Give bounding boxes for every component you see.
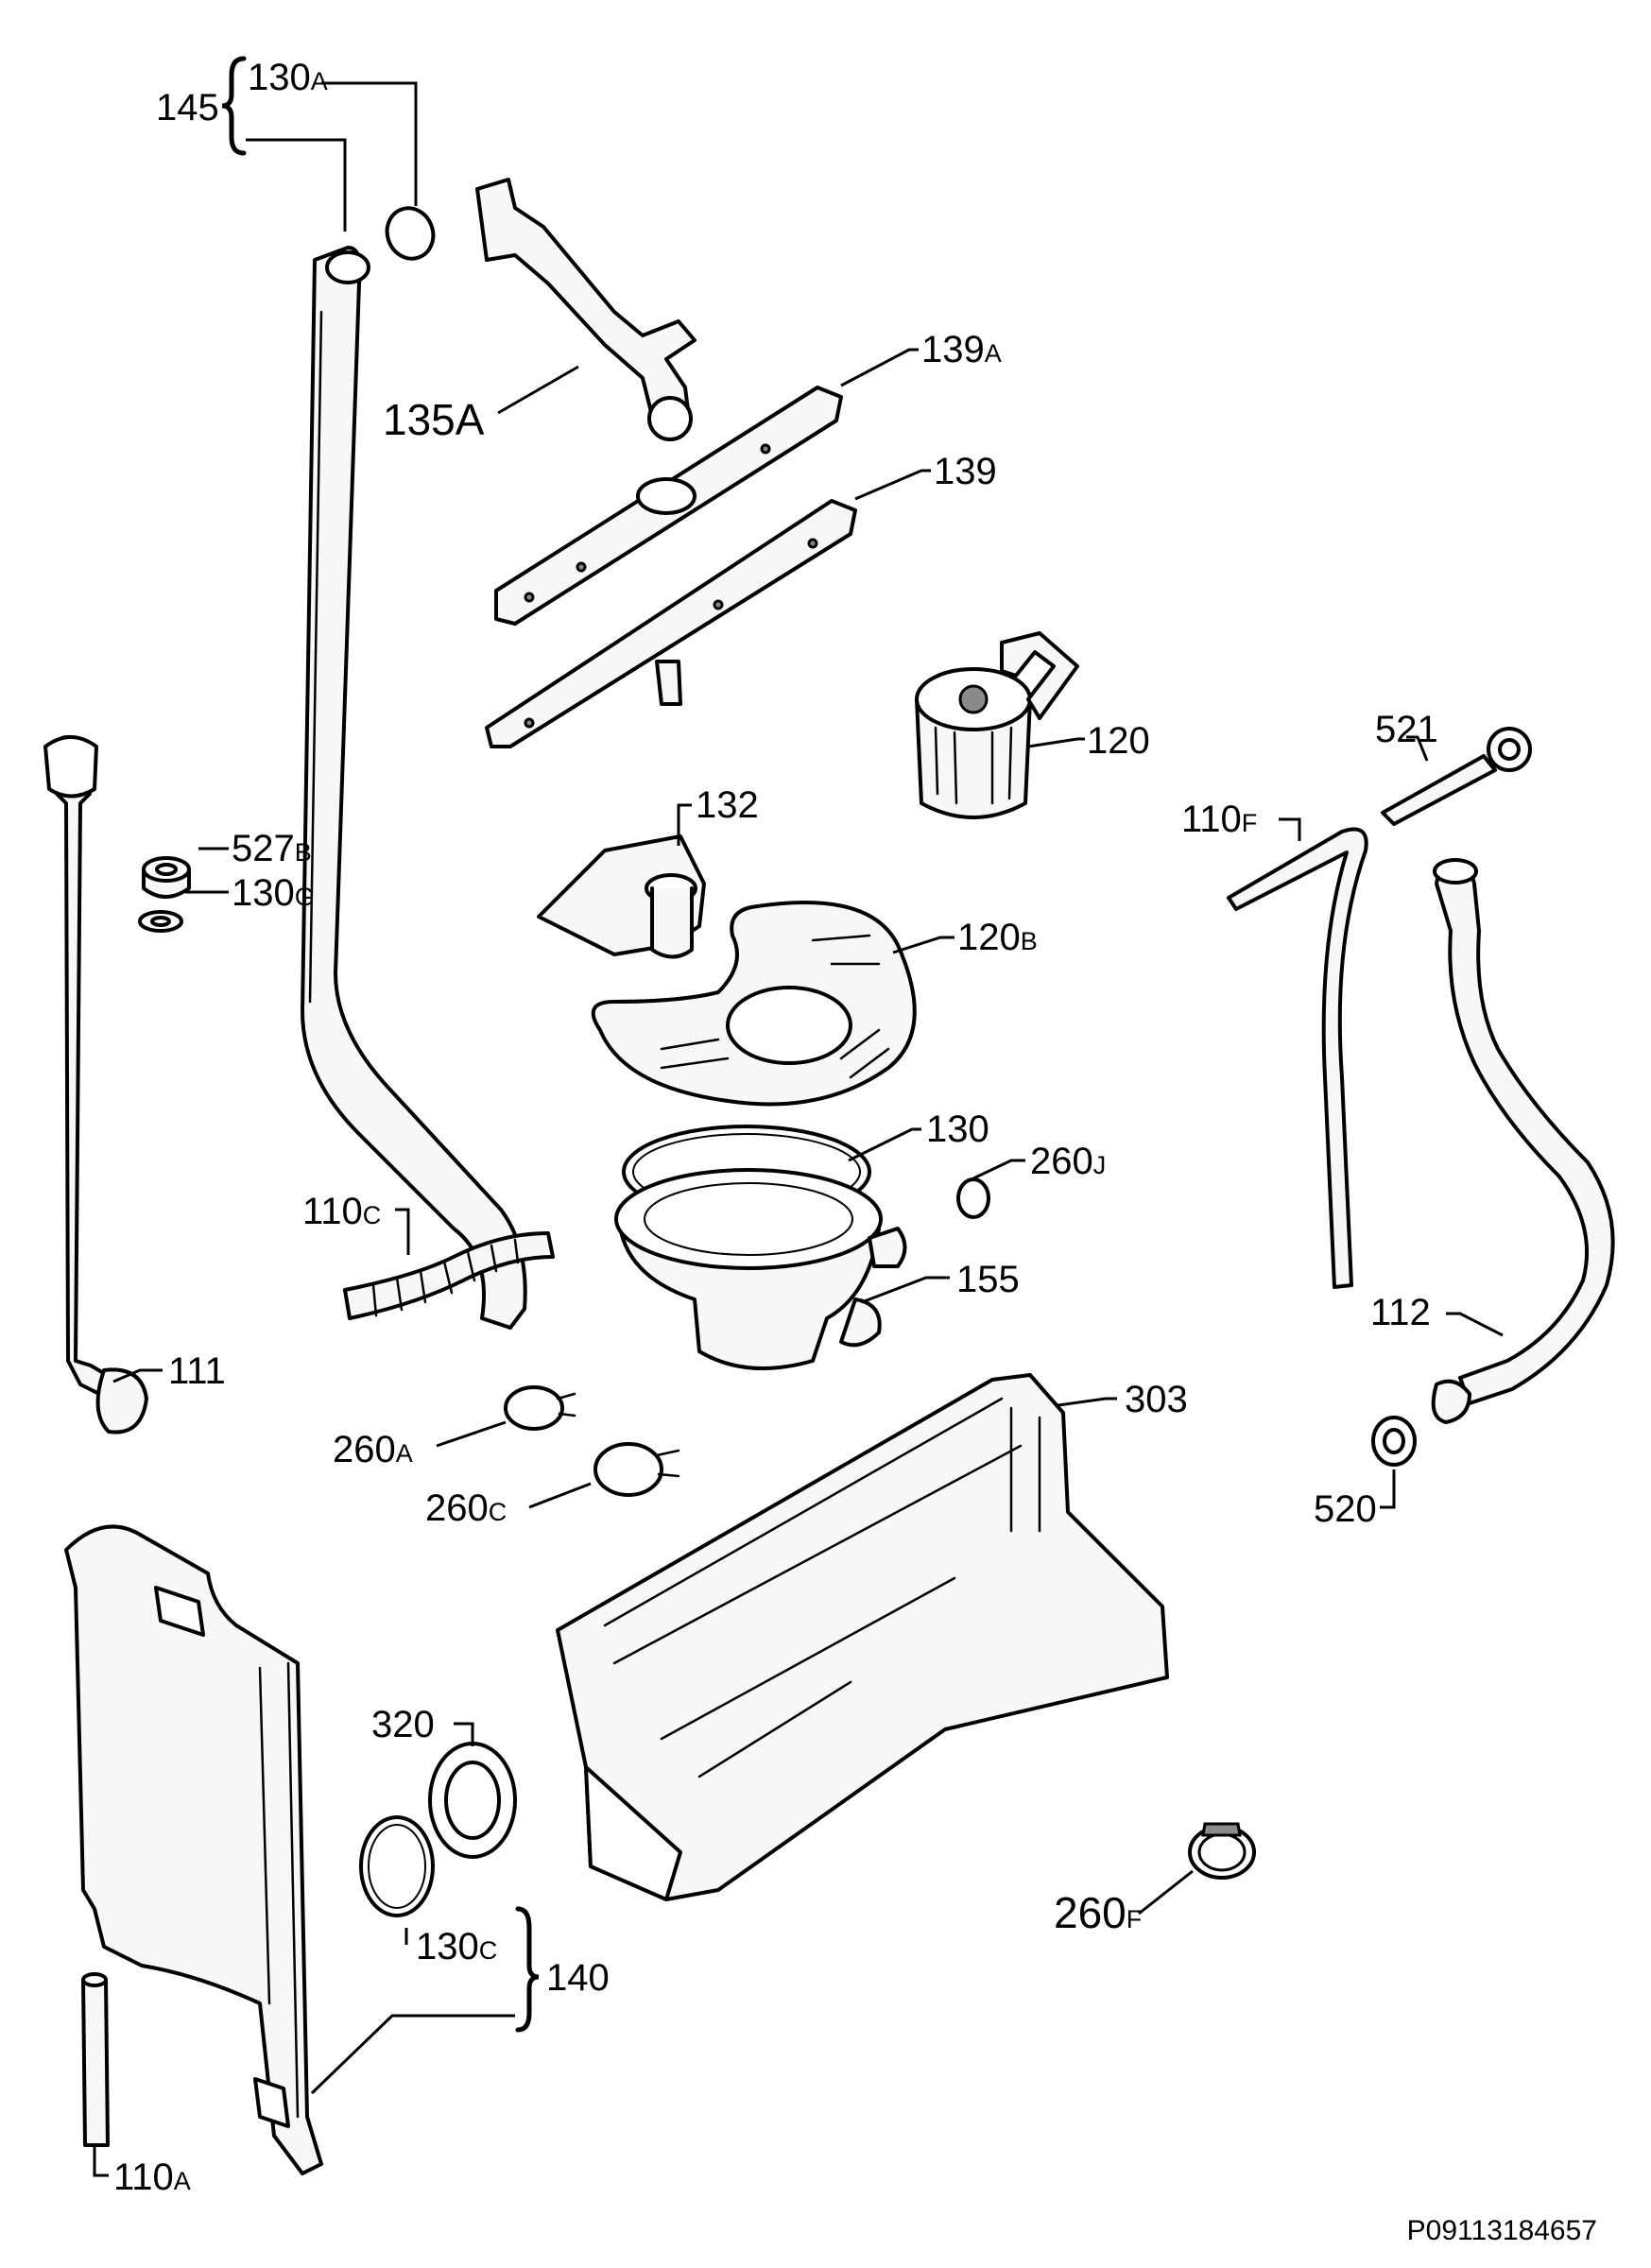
brace-140 — [515, 1906, 540, 2033]
label-520: 520 — [1314, 1488, 1377, 1530]
part-120b-filter-plate — [591, 901, 917, 1107]
part-260f-clamp — [1188, 1822, 1256, 1880]
label-260c: 260C — [425, 1487, 507, 1529]
label-521: 521 — [1375, 709, 1438, 750]
label-145: 145 — [156, 87, 219, 129]
part-120-filter — [915, 631, 1079, 819]
part-155-sump — [614, 1168, 907, 1370]
label-111: 111 — [168, 1350, 226, 1392]
label-303: 303 — [1125, 1379, 1188, 1420]
label-120: 120 — [1087, 720, 1150, 762]
brace-145 — [221, 56, 247, 156]
part-139a-spray-arm — [494, 386, 843, 626]
leader-lines — [93, 56, 1504, 2177]
part-110a-tube — [81, 1972, 110, 2147]
part-130g-washer — [138, 910, 183, 933]
part-130a-o-ring — [385, 206, 436, 261]
part-527b-nut — [142, 856, 191, 899]
label-110a: 110A — [113, 2156, 191, 2198]
part-139-spray-arm — [485, 499, 857, 748]
label-140: 140 — [546, 1957, 610, 1999]
label-112: 112 — [1370, 1292, 1431, 1333]
drawing-reference-code: P09113184657 — [1406, 2215, 1597, 2246]
part-260a-clamp — [504, 1385, 576, 1431]
label-139a: 139A — [921, 329, 1002, 370]
label-527b: 527B — [232, 828, 312, 869]
part-521-connector — [1381, 727, 1532, 826]
callout-labels: 145 130A 135A 139A 139 120 521 527B 130G… — [113, 57, 1438, 2198]
label-132: 132 — [696, 784, 759, 826]
part-111-inlet-hose — [43, 735, 148, 1435]
label-130c: 130C — [416, 1926, 497, 1967]
part-260c-clamp — [593, 1442, 680, 1497]
part-110f-hose — [1227, 827, 1368, 1289]
part-112-drain-hose — [1431, 858, 1615, 1424]
label-135a: 135A — [383, 395, 485, 444]
label-260f: 260F — [1054, 1888, 1142, 1937]
part-260j-clip — [956, 1177, 990, 1219]
part-135a-bracket — [475, 178, 697, 441]
label-120b: 120B — [957, 917, 1038, 958]
part-132-valve — [537, 834, 706, 959]
label-130a: 130A — [248, 57, 328, 98]
label-320: 320 — [371, 1704, 435, 1745]
part-320-seal — [428, 1742, 517, 1859]
label-110c: 110C — [302, 1191, 381, 1232]
label-130g: 130G — [232, 872, 315, 914]
part-110c-hose — [343, 1231, 555, 1320]
label-260a: 260A — [333, 1429, 413, 1470]
label-260j: 260J — [1030, 1141, 1106, 1182]
part-145-supply-pipe — [301, 246, 527, 1330]
part-520-clamp — [1371, 1416, 1417, 1467]
part-140-side-panel — [64, 1524, 323, 2175]
label-155: 155 — [956, 1259, 1020, 1300]
label-139: 139 — [934, 451, 997, 492]
label-110f: 110F — [1181, 799, 1257, 840]
part-303-base — [556, 1373, 1169, 1901]
label-130: 130 — [926, 1108, 989, 1150]
part-130c-ring — [359, 1815, 435, 1917]
